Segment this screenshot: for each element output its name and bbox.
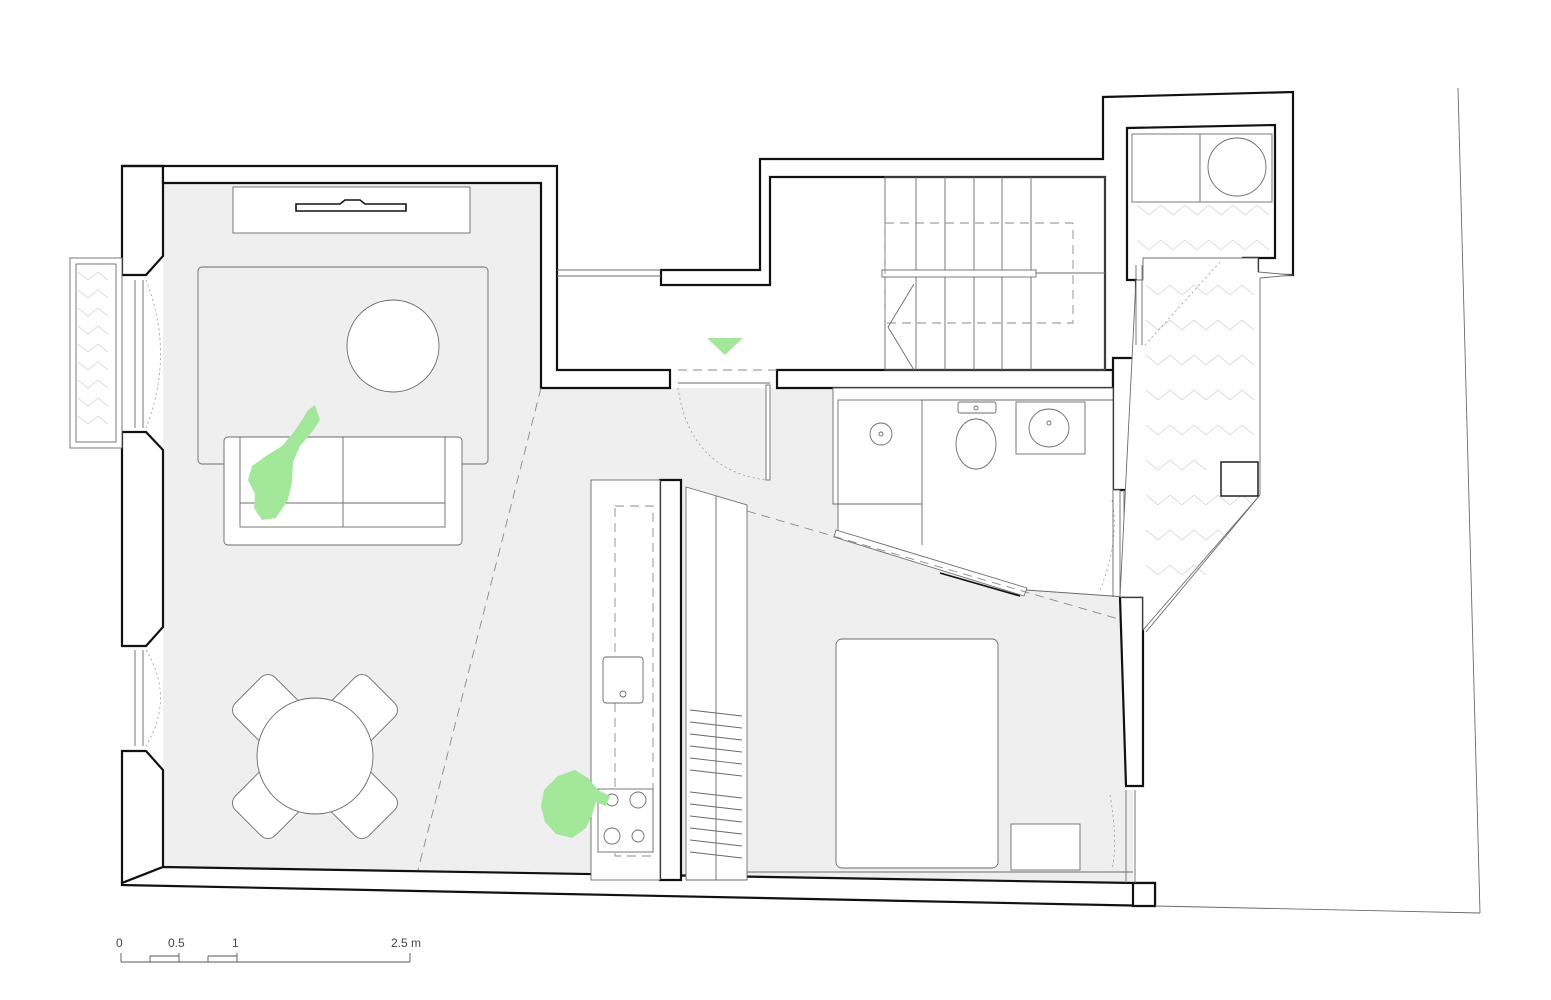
entry-corridor — [557, 269, 777, 481]
sink — [602, 656, 644, 704]
scale-tick-0.5: 0.5 — [168, 936, 185, 950]
person-kitchen-icon — [541, 770, 610, 838]
planter — [1220, 461, 1259, 497]
staircase — [881, 176, 1106, 371]
entry-arrow-icon — [707, 338, 743, 355]
scale-bar: 0 0.5 1 2.5 m — [116, 936, 421, 963]
scale-tick-0: 0 — [116, 936, 123, 950]
scale-tick-1: 1 — [232, 936, 239, 950]
person-sofa-icon — [248, 405, 320, 520]
rug — [197, 266, 489, 465]
bed — [835, 638, 999, 869]
balcony — [69, 257, 161, 747]
scale-tick-2.5: 2.5 m — [391, 936, 421, 950]
coffee-table — [346, 299, 440, 393]
nightstand — [1010, 823, 1081, 871]
terrace — [1119, 87, 1481, 914]
bathroom — [832, 387, 1127, 598]
dining-table — [232, 674, 398, 839]
kitchen — [590, 479, 661, 881]
wardrobe — [685, 486, 748, 881]
tv-cabinet — [232, 186, 471, 234]
bedroom — [746, 490, 1136, 883]
